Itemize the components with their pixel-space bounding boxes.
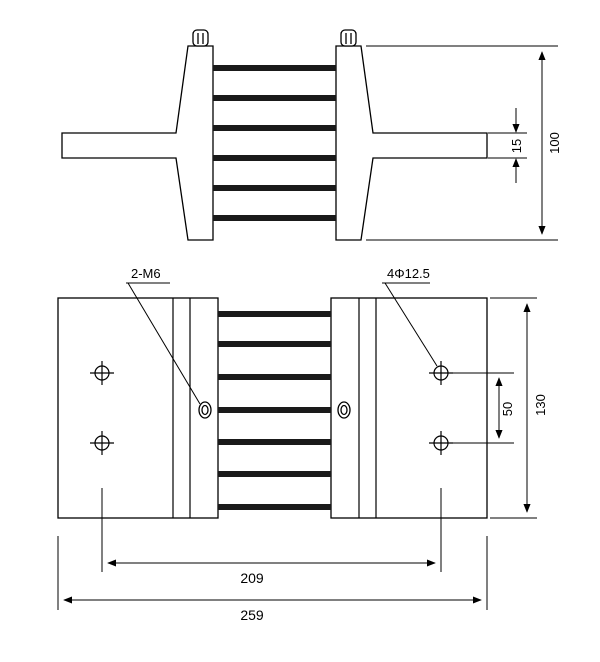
mounting-hole bbox=[429, 361, 453, 385]
resistor-bar bbox=[218, 471, 331, 477]
right-terminal-front bbox=[330, 297, 488, 519]
dim-hole-spacing-horizontal: 209 bbox=[240, 570, 264, 586]
front-resistor-bars bbox=[218, 311, 331, 510]
dim-total-length: 259 bbox=[240, 607, 264, 623]
right-terminal-top bbox=[335, 45, 488, 241]
right-screw-cap bbox=[340, 29, 357, 47]
resistor-bar bbox=[213, 65, 336, 71]
top-view bbox=[61, 29, 488, 241]
left-terminal-front bbox=[57, 297, 219, 519]
resistor-bar bbox=[213, 155, 336, 161]
front-view-detail-lines bbox=[172, 298, 377, 518]
dim-top-height: 100 bbox=[547, 132, 562, 154]
mounting-holes bbox=[90, 361, 453, 455]
resistor-bar bbox=[213, 215, 336, 221]
callout-mounting-holes: 4Φ12.5 bbox=[387, 266, 430, 281]
resistor-bar bbox=[213, 185, 336, 191]
top-resistor-bars bbox=[213, 65, 336, 221]
top-view-dimensions bbox=[366, 45, 558, 241]
left-screw-cap bbox=[192, 29, 209, 47]
left-terminal-top bbox=[61, 45, 214, 241]
mounting-hole bbox=[90, 431, 114, 455]
callout-screw: 2-M6 bbox=[131, 266, 161, 281]
m6-screw-hole bbox=[337, 401, 351, 419]
resistor-bar bbox=[218, 374, 331, 380]
m6-screw-holes bbox=[198, 401, 351, 419]
dim-terminal-thickness: 15 bbox=[509, 139, 524, 153]
resistor-bar bbox=[213, 125, 336, 131]
mounting-hole bbox=[429, 431, 453, 455]
resistor-bar bbox=[218, 504, 331, 510]
resistor-bar bbox=[218, 341, 331, 347]
resistor-bar bbox=[218, 311, 331, 317]
resistor-bar bbox=[213, 95, 336, 101]
resistor-bar bbox=[218, 439, 331, 445]
dim-front-height: 130 bbox=[533, 394, 548, 416]
front-view bbox=[57, 297, 488, 519]
m6-screw-hole bbox=[198, 401, 212, 419]
front-view-dimensions bbox=[57, 297, 537, 610]
dim-hole-spacing-vertical: 50 bbox=[500, 402, 515, 416]
callout-leaders bbox=[126, 282, 438, 405]
resistor-bar bbox=[218, 407, 331, 413]
mounting-hole bbox=[90, 361, 114, 385]
